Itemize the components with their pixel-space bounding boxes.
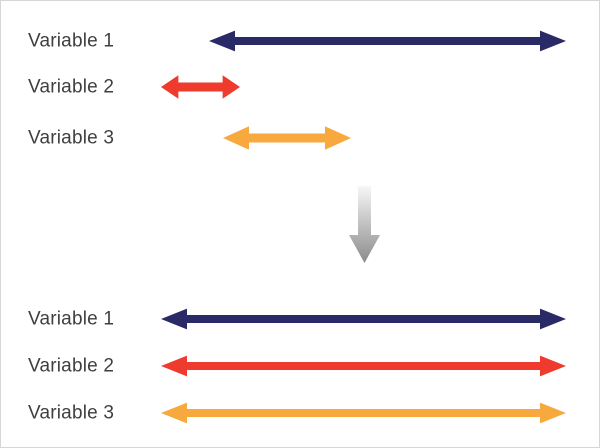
top-label-variable-1: Variable 1: [28, 30, 115, 52]
top-label-variable-2: Variable 2: [28, 76, 115, 98]
bottom-label-variable-1: Variable 1: [28, 308, 115, 330]
bottom-label-variable-2: Variable 2: [28, 355, 115, 377]
bottom-label-variable-3: Variable 3: [28, 402, 115, 424]
top-label-variable-3: Variable 3: [28, 127, 115, 149]
